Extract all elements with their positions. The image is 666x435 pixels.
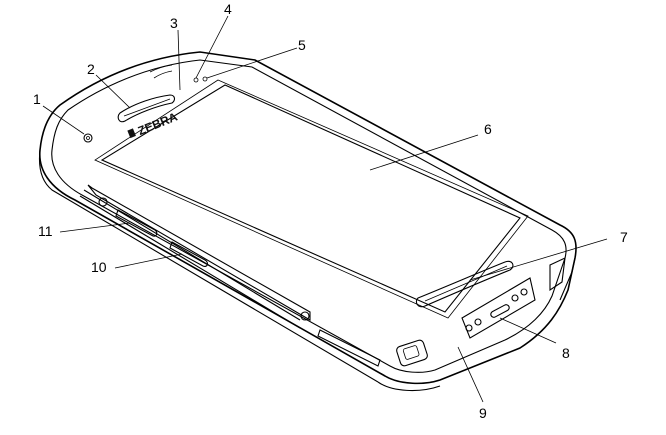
speaker-grille-icon (415, 260, 514, 308)
callout-10: 10 (91, 259, 107, 275)
callout-3: 3 (170, 15, 178, 31)
callout-2: 2 (87, 61, 95, 77)
device-housing (38, 51, 577, 392)
callout-labels: 1 2 3 4 5 6 7 8 9 10 11 (33, 1, 628, 421)
brand-logo: ZEBRA (127, 109, 180, 139)
lower-side-slot (317, 329, 381, 367)
leader-lines (42, 15, 608, 403)
callout-4: 4 (224, 1, 232, 17)
touch-screen (94, 79, 529, 319)
callout-6: 6 (484, 121, 492, 137)
proximity-sensor-icon (202, 76, 208, 82)
callout-8: 8 (562, 345, 570, 361)
brand-logo-text: ZEBRA (136, 109, 180, 138)
right-edge-detail (549, 257, 566, 292)
callout-11: 11 (38, 223, 53, 239)
callout-7: 7 (620, 229, 628, 245)
screw-icon (98, 197, 108, 207)
volume-button (115, 209, 158, 237)
callout-9: 9 (479, 405, 487, 421)
scan-button (169, 241, 208, 267)
screw-icon (300, 311, 310, 321)
callout-5: 5 (298, 37, 306, 53)
interface-connector (461, 277, 536, 339)
lanyard-point (396, 339, 428, 367)
receiver-grille-icon (117, 94, 175, 123)
front-camera-icon (83, 133, 93, 143)
callout-1: 1 (33, 91, 41, 107)
side-rail (79, 184, 311, 329)
light-sensor-icon (193, 77, 199, 83)
